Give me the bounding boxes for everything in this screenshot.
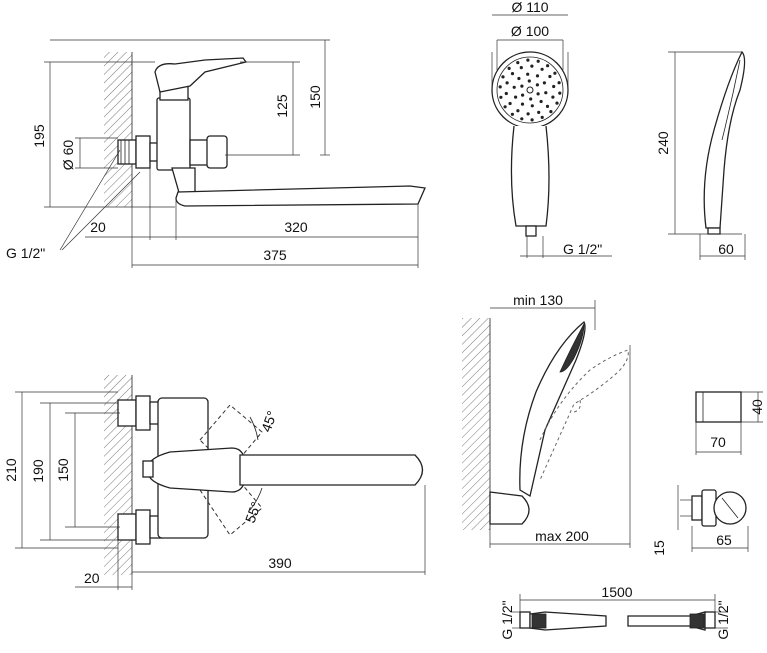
dim-150-bottom: 150 [55, 458, 71, 482]
nozzle-dot [548, 74, 552, 79]
nozzle-dot [544, 91, 548, 95]
hose-thread-left: G 1/2" [499, 600, 515, 639]
nozzle-dot [530, 118, 534, 122]
dim-125: 125 [274, 94, 290, 118]
nozzle-dot [536, 59, 540, 63]
dim-375: 375 [263, 247, 287, 263]
nozzle-dot [526, 112, 530, 116]
dim-70: 70 [710, 434, 726, 450]
nozzle-dot [545, 104, 550, 108]
nozzle-dot [520, 84, 524, 88]
nozzle-dot [510, 112, 514, 116]
nozzle-dot [555, 101, 559, 105]
nozzle-dot [498, 85, 502, 89]
dim-20-bottom: 20 [84, 570, 100, 586]
dim-diameter-60: Ø 60 [60, 140, 76, 171]
nozzle-dot [520, 117, 524, 121]
nozzle-dot [539, 99, 543, 104]
nozzle-dot [530, 64, 534, 68]
bracket-view [677, 391, 763, 552]
nozzle-dot [520, 102, 525, 106]
nozzle-dot [540, 67, 544, 71]
nozzle-dot [510, 72, 515, 76]
nozzle-dot [530, 104, 534, 108]
spray-nozzles [498, 58, 562, 122]
dim-210: 210 [3, 458, 19, 482]
angle-55: 55° [242, 500, 264, 525]
dim-195: 195 [31, 124, 47, 148]
nozzle-dot [503, 105, 507, 109]
thread-label-left: G 1/2" [6, 245, 45, 261]
hose-view [512, 594, 728, 631]
dim-20-top: 20 [90, 219, 106, 235]
nozzle-dot [552, 84, 556, 89]
nozzle-dot [526, 58, 530, 62]
dim-diameter-100: Ø 100 [511, 23, 549, 39]
nozzle-dot [526, 72, 530, 76]
nozzle-dot [516, 109, 520, 113]
faucet-front-view [15, 375, 426, 590]
nozzle-dot [537, 110, 541, 114]
dim-60-shower: 60 [718, 241, 734, 257]
angle-45: 45° [258, 409, 280, 434]
nozzle-dot [558, 91, 562, 95]
dim-190: 190 [30, 459, 46, 483]
nozzle-dot [557, 81, 561, 85]
nozzle-dot [501, 75, 505, 79]
dim-240: 240 [655, 131, 671, 155]
wall-hatch-top [104, 52, 132, 207]
dim-40: 40 [749, 399, 765, 415]
nozzle-dot [507, 66, 511, 70]
hand-shower-side [668, 50, 746, 260]
dim-min-130: min 130 [513, 292, 563, 308]
dim-390: 390 [268, 555, 292, 571]
nozzle-dot [535, 74, 540, 78]
nozzle-dot [512, 85, 516, 89]
nozzle-dot [527, 79, 531, 83]
nozzle-dot [521, 93, 525, 97]
nozzle-dot [516, 61, 520, 65]
nozzle-dot [519, 66, 523, 70]
dim-15: 15 [651, 540, 667, 556]
dim-1500: 1500 [601, 584, 632, 600]
dim-320: 320 [284, 219, 308, 235]
nozzle-dot [529, 97, 533, 101]
dim-diameter-110: Ø 110 [511, 0, 548, 15]
nozzle-dot [504, 91, 508, 96]
nozzle-center [526, 86, 534, 94]
hose-thread-right: G 1/2" [715, 600, 731, 639]
nozzle-dot [553, 71, 557, 75]
holder-view [462, 300, 631, 548]
nozzle-dot [499, 95, 503, 99]
nozzle-dot [535, 83, 540, 87]
nozzle-dot [517, 76, 521, 81]
nozzle-dot [505, 81, 509, 85]
dim-max-200: max 200 [535, 528, 589, 544]
nozzle-dot [540, 115, 544, 119]
nozzle-dot [546, 64, 550, 68]
dim-65: 65 [716, 532, 732, 548]
nozzle-dot [542, 81, 547, 85]
nozzle-dot [514, 95, 518, 99]
nozzle-dot [551, 95, 555, 99]
nozzle-dot [508, 101, 512, 106]
hand-shower-front [491, 14, 612, 258]
dim-150-top: 150 [307, 85, 323, 109]
thread-label-shower: G 1/2" [563, 241, 602, 257]
faucet-side-view [44, 39, 426, 268]
nozzle-dot [549, 110, 553, 114]
nozzle-dot [536, 92, 540, 96]
